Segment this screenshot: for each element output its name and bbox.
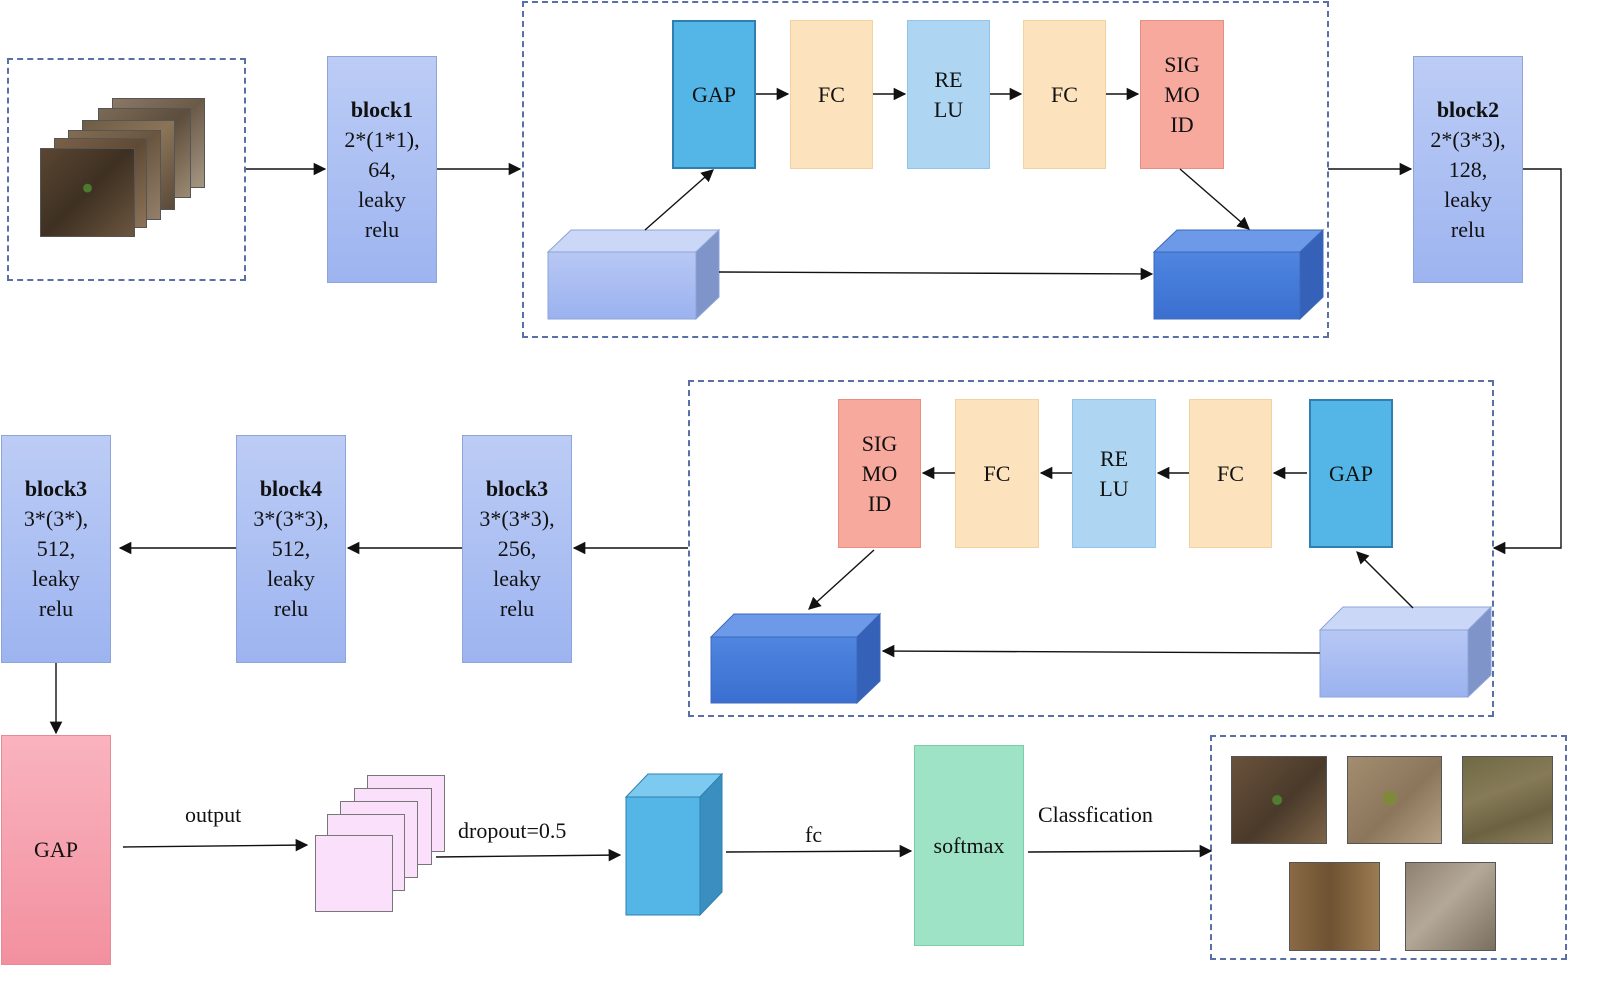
block3-mid: block3 3*(3*3), 256, leaky relu [462, 435, 572, 663]
block3-left-title: block3 [24, 476, 88, 501]
se-top-sigmoid: SIG MO ID [1140, 20, 1224, 169]
block3-mid-line4: relu [499, 596, 535, 621]
arrow-skip-bottom [881, 644, 1321, 658]
arrow-sig-to-output-bottom [808, 549, 875, 610]
block2-line1: 2*(3*3), [1430, 126, 1506, 152]
block3-mid-line1: 3*(3*3), [479, 506, 555, 531]
se-top-input-cuboid [546, 228, 721, 321]
block3-mid-title: block3 [485, 476, 549, 501]
block4-line1: 3*(3*3), [253, 506, 329, 531]
block4-line3: leaky [267, 566, 315, 591]
classification-label: Classfication [1038, 802, 1153, 827]
block2-line2: 128, [1448, 156, 1488, 182]
block4-line2: 512, [271, 536, 311, 561]
output-label: output [185, 802, 242, 827]
arrow-softmax-to-results [1027, 844, 1213, 858]
fc-label: fc [805, 822, 823, 847]
block1-line4: relu [364, 216, 400, 242]
block4: block4 3*(3*3), 512, leaky relu [236, 435, 346, 663]
block2-line3: leaky [1444, 186, 1492, 212]
input-images-frame [7, 58, 246, 281]
dropout-label: dropout=0.5 [458, 818, 567, 843]
block1: block1 2*(1*1), 64, leaky relu [327, 56, 437, 283]
block3-left: block3 3*(3*), 512, leaky relu [1, 435, 111, 663]
block1-title: block1 [350, 96, 414, 122]
fc-cube [624, 772, 724, 917]
se-top-gap: GAP [672, 20, 756, 169]
block3-left-line2: 512, [36, 536, 76, 561]
arrow-skip-top [718, 267, 1154, 281]
se-top-fc2: FC [1023, 20, 1106, 169]
softmax-box: softmax [914, 745, 1024, 946]
block1-line3: leaky [358, 186, 406, 212]
block3-left-line3: leaky [32, 566, 80, 591]
arrow-block2-to-se-bottom [1492, 168, 1562, 555]
arrow-sig-to-output-top [1179, 168, 1250, 230]
arrow-fc-to-softmax [725, 844, 913, 858]
se-top-output-cuboid [1152, 228, 1325, 321]
arrow-gap-to-dropout [122, 838, 309, 852]
arrow-dropout-to-fc [435, 848, 622, 862]
block3-mid-line2: 256, [497, 536, 537, 561]
se-bottom-output-cuboid [709, 612, 882, 705]
block2-title: block2 [1436, 96, 1500, 122]
block1-line1: 2*(1*1), [344, 126, 420, 152]
arrow-cuboid-to-gap-bottom [1356, 551, 1414, 609]
block4-line4: relu [273, 596, 309, 621]
se-top-fc1: FC [790, 20, 873, 169]
block3-left-line1: 3*(3*), [23, 506, 89, 531]
se-bottom-sigmoid: SIG MO ID [838, 399, 921, 548]
se-bottom-fc1: FC [1189, 399, 1272, 548]
final-gap: GAP [1, 735, 111, 965]
se-top-relu: RE LU [907, 20, 990, 169]
block2-line4: relu [1450, 216, 1486, 242]
se-bottom-gap: GAP [1309, 399, 1393, 548]
se-bottom-input-cuboid [1318, 605, 1493, 699]
block2: block2 2*(3*3), 128, leaky relu [1413, 56, 1523, 283]
block3-left-line4: relu [38, 596, 74, 621]
block1-line2: 64, [368, 156, 396, 182]
block3-mid-line3: leaky [493, 566, 541, 591]
se-bottom-fc2: FC [955, 399, 1039, 548]
arrow-cuboid-to-gap-top [644, 169, 714, 231]
block4-title: block4 [259, 476, 323, 501]
se-bottom-relu: RE LU [1072, 399, 1156, 548]
